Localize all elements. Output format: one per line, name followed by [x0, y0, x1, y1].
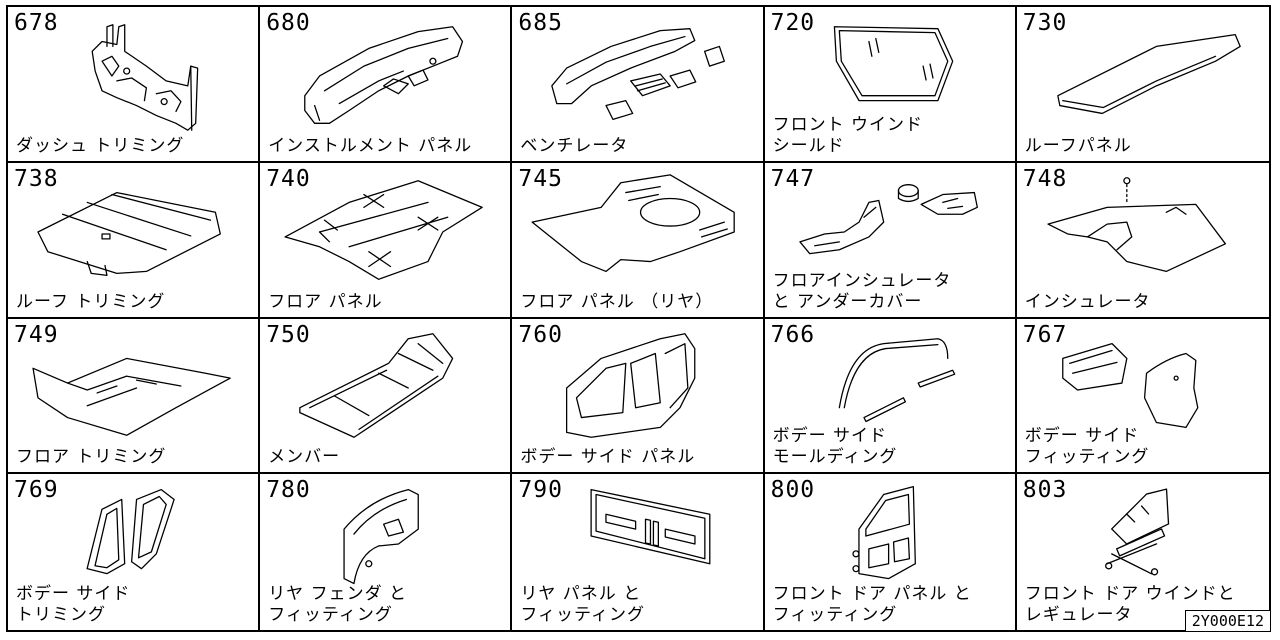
part-number: 749 [14, 321, 59, 348]
body-side-trimming-icon [86, 489, 175, 575]
part-cell-747[interactable]: 747 フロアインシュレータ と アンダーカバー [764, 162, 1017, 319]
part-number: 750 [266, 321, 311, 348]
part-number: 748 [1022, 165, 1068, 192]
diagram-code: 2Y000E12 [1184, 610, 1271, 632]
rear-fender-icon [343, 489, 420, 585]
part-number: 745 [518, 165, 563, 192]
part-number: 738 [14, 165, 59, 192]
part-label: フロア パネル （リヤ） [520, 291, 714, 312]
part-cell-730[interactable]: 730 ルーフパネル [1016, 7, 1269, 163]
part-cell-769[interactable]: 769 ボデー サイド トリミング [8, 474, 261, 630]
part-label: フロント ウインド シールド [772, 114, 923, 156]
part-cell-749[interactable]: 749 フロア トリミング [8, 318, 261, 475]
part-cell-803[interactable]: 803 フロント ドア ウインドと レギュレータ [1017, 474, 1269, 630]
part-cell-678[interactable]: 678 ダッシュ トリミング [8, 7, 261, 163]
part-number: 740 [266, 165, 311, 192]
part-label: フロント ドア パネル と フィッティング [772, 584, 972, 625]
part-label: フロア パネル [268, 291, 383, 312]
front-windshield-icon [833, 26, 953, 102]
ventilator-icon [551, 28, 726, 120]
part-label: ボデー サイド フィッティング [1024, 426, 1150, 468]
roof-trimming-icon [37, 191, 221, 276]
part-number: 747 [770, 165, 816, 192]
part-label: インストルメント パネル [268, 135, 473, 156]
part-number: 730 [1022, 10, 1068, 36]
roof-panel-icon [1056, 33, 1241, 115]
rear-panel-icon [590, 489, 711, 565]
part-number: 790 [518, 477, 563, 504]
part-cell-790[interactable]: 790 リヤ パネル と フィッティング [512, 474, 765, 630]
part-label: ルーフパネル [1024, 135, 1132, 156]
part-number: 767 [1022, 321, 1068, 348]
part-label: ダッシュ トリミング [16, 135, 185, 156]
member-frame-icon [299, 332, 454, 438]
part-number: 769 [14, 477, 59, 504]
part-cell-800[interactable]: 800 フロント ドア パネル と フィッティング [765, 474, 1017, 630]
part-label: ベンチレータ [520, 135, 629, 156]
body-side-molding-icon [838, 337, 955, 422]
part-cell-680[interactable]: 680 インストルメント パネル [260, 7, 513, 163]
part-label: ボデー サイド モールディング [772, 426, 898, 468]
floor-panel-icon [284, 179, 484, 280]
part-label: リヤ フェンダ と フィッティング [268, 584, 407, 625]
part-number: 685 [518, 10, 563, 36]
part-cell-685[interactable]: 685 ベンチレータ [512, 7, 765, 163]
part-label: メンバー [268, 447, 341, 468]
part-number: 766 [770, 321, 816, 348]
part-cell-748[interactable]: 748 インシュレータ [1016, 163, 1269, 319]
part-number: 720 [770, 10, 816, 36]
part-cell-750[interactable]: 750 メンバー [260, 318, 513, 475]
part-label: インシュレータ [1024, 291, 1151, 312]
part-label: ボデー サイド トリミング [16, 584, 131, 625]
body-side-fitting-icon [1061, 342, 1199, 428]
part-cell-738[interactable]: 738 ルーフ トリミング [8, 162, 261, 319]
part-label: フロント ドア ウインドと レギュレータ [1024, 584, 1236, 625]
part-label: フロア トリミング [16, 447, 167, 468]
instrument-panel-icon [304, 26, 464, 124]
part-cell-766[interactable]: 766 ボデー サイド モールディング [764, 318, 1017, 475]
rear-floor-panel-icon [531, 173, 736, 272]
part-number: 800 [770, 477, 816, 504]
body-side-panel-icon [566, 332, 696, 438]
part-cell-780[interactable]: 780 リヤ フェンダ と フィッティング [260, 474, 513, 630]
part-label: リヤ パネル と フィッティング [520, 584, 646, 625]
part-cell-767[interactable]: 767 ボデー サイド フィッティング [1016, 319, 1269, 475]
insulator-icon [1047, 176, 1226, 272]
part-number: 678 [14, 10, 59, 36]
door-window-regulator-icon [1104, 488, 1169, 576]
part-cell-740[interactable]: 740 フロア パネル [260, 162, 513, 319]
dash-trimming-icon [91, 24, 199, 131]
part-label: ルーフ トリミング [16, 291, 166, 312]
part-number: 760 [518, 321, 563, 348]
parts-catalog-grid: 678 ダッシュ トリミング 680 インストルメント パネル 685 [6, 5, 1271, 632]
front-door-panel-icon [851, 486, 916, 580]
part-number: 680 [266, 10, 311, 36]
part-number: 780 [266, 477, 311, 504]
part-cell-745[interactable]: 745 フロア パネル （リヤ） [512, 162, 765, 319]
part-label: ボデー サイド パネル [520, 447, 696, 468]
floor-trimming-icon [32, 357, 231, 436]
floor-insulator-icon [798, 183, 978, 255]
part-number: 803 [1022, 477, 1068, 504]
part-cell-720[interactable]: 720 フロント ウインド シールド [764, 7, 1017, 163]
part-cell-760[interactable]: 760 ボデー サイド パネル [512, 318, 765, 475]
part-label: フロアインシュレータ と アンダーカバー [772, 270, 952, 312]
